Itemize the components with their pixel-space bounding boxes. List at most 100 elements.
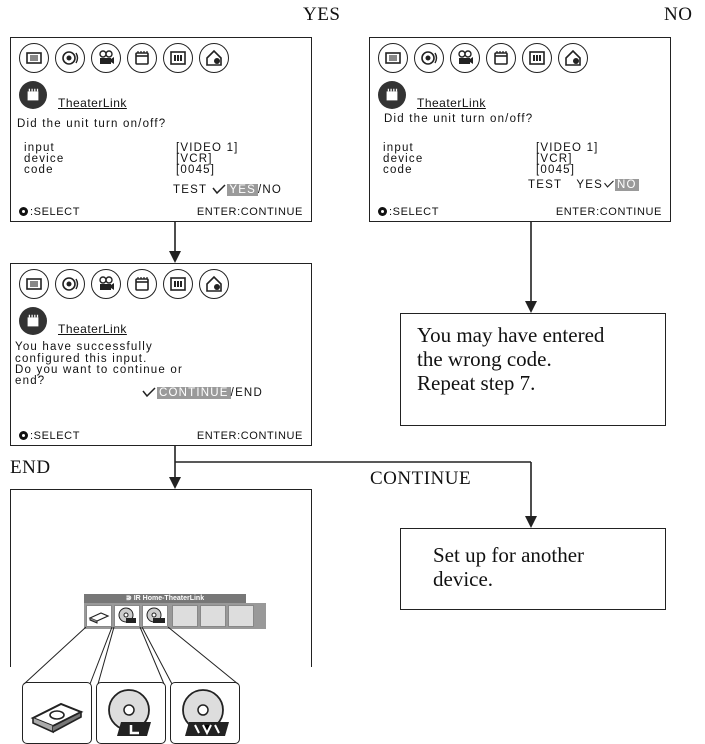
continue-label: CONTINUE <box>370 468 472 489</box>
theaterlink-badge-icon <box>378 81 406 109</box>
theaterlink-icon <box>486 43 516 73</box>
laserdisc-icon <box>118 607 136 623</box>
option-yes[interactable]: YES <box>576 179 604 191</box>
camera-icon <box>91 43 121 73</box>
menu-slot-empty-3[interactable] <box>228 605 254 627</box>
arrowhead-to-ir-menu <box>169 477 181 489</box>
camera-icon <box>450 43 480 73</box>
screen-success: TheaterLink You have successfully config… <box>10 263 312 446</box>
row-key-input: input <box>24 142 55 154</box>
zoom-line-vcr-right <box>89 626 113 685</box>
screen-title: TheaterLink <box>58 322 127 336</box>
row-key-device: device <box>383 153 424 165</box>
option-yes-highlighted[interactable]: YES <box>227 184 259 196</box>
row-value-device: [VCR] <box>176 153 213 165</box>
select-hint: :SELECT <box>19 206 80 218</box>
enter-hint: ENTER:CONTINUE <box>196 430 303 442</box>
test-label: TEST <box>528 179 562 191</box>
row-value-code: [0045] <box>536 164 576 176</box>
select-button-icon <box>19 431 28 440</box>
zoom-line-vcr-left <box>23 626 87 685</box>
vcr-tape-large-icon <box>30 702 84 734</box>
tv-icon <box>378 43 408 73</box>
arrowhead-yes-to-success <box>169 251 181 263</box>
question-text: Did the unit turn on/off? <box>384 113 534 125</box>
row-key-code: code <box>24 164 54 176</box>
menu-slot-ld[interactable] <box>114 605 140 627</box>
test-label: TEST <box>173 184 207 196</box>
screen-ir-menu <box>10 489 312 667</box>
another-device-line-1: Set up for another <box>433 543 585 567</box>
message-line-1: You have successfully <box>15 341 153 353</box>
screen-no: TheaterLink Did the unit turn on/off? in… <box>369 37 671 222</box>
test-row: TEST YES NO <box>528 177 639 193</box>
home-setup-icon <box>199 269 229 299</box>
wrong-code-line-1: You may have entered <box>417 323 605 347</box>
theaterlink-icon <box>127 43 157 73</box>
theaterlink-badge-icon <box>19 81 47 109</box>
select-hint: :SELECT <box>19 430 80 442</box>
enter-hint: ENTER:CONTINUE <box>555 206 662 218</box>
test-row: TEST YES/NO <box>173 182 282 198</box>
screen-yes: TheaterLink Did the unit turn on/off? in… <box>10 37 312 222</box>
row-key-input: input <box>383 142 414 154</box>
row-key-device: device <box>24 153 65 165</box>
message-line-3: Do you want to continue or <box>15 364 184 376</box>
speaker-icon <box>55 269 85 299</box>
yes-label: YES <box>303 4 341 25</box>
arrowhead-continue-to-message <box>525 516 537 528</box>
option-slash: / <box>230 387 236 399</box>
menu-slot-empty-1[interactable] <box>172 605 198 627</box>
pointer-icon <box>211 182 227 198</box>
wrong-code-message: You may have entered the wrong code. Rep… <box>400 313 666 426</box>
menu-bar-title: ⋑ IR Home-TheaterLink <box>84 594 246 603</box>
option-no-highlighted[interactable]: NO <box>615 179 639 191</box>
option-end[interactable]: END <box>235 387 263 399</box>
end-label: END <box>10 457 51 478</box>
home-setup-icon <box>199 43 229 73</box>
option-no[interactable]: NO <box>262 184 283 196</box>
settings-panel-icon <box>163 269 193 299</box>
screen-title: TheaterLink <box>58 96 127 110</box>
camera-icon <box>91 269 121 299</box>
theaterlink-badge-icon <box>19 307 47 335</box>
zoom-line-dvd-right <box>167 626 239 685</box>
another-device-line-2: device. <box>433 567 494 591</box>
message-line-2: configured this input. <box>15 353 148 365</box>
wrong-code-line-3: Repeat step 7. <box>417 371 536 395</box>
arrowhead-no-to-message <box>525 301 537 313</box>
menu-slot-vcr[interactable] <box>86 605 112 627</box>
message-line-4: end? <box>15 375 46 387</box>
zoom-line-dvd-left <box>141 626 173 685</box>
theaterlink-icon <box>127 269 157 299</box>
no-label: NO <box>664 4 693 25</box>
enter-hint: ENTER:CONTINUE <box>196 206 303 218</box>
select-button-icon <box>19 207 28 216</box>
option-continue-highlighted[interactable]: CONTINUE <box>157 387 231 399</box>
icon-row <box>378 43 588 73</box>
icon-row <box>19 43 229 73</box>
tv-icon <box>19 269 49 299</box>
dvd-large-icon <box>182 689 229 736</box>
speaker-icon <box>414 43 444 73</box>
row-key-code: code <box>383 164 413 176</box>
screen-title: TheaterLink <box>417 96 486 110</box>
menu-slot-dvd[interactable] <box>142 605 168 627</box>
tv-icon <box>19 43 49 73</box>
card-laserdisc <box>96 682 166 744</box>
another-device-message: Set up for another device. <box>400 528 666 610</box>
continue-end-row: CONTINUE/END <box>141 385 263 401</box>
pointer-icon <box>603 177 615 193</box>
icon-row <box>19 269 229 299</box>
zoom-line-ld-right <box>139 626 165 685</box>
menu-slot-empty-2[interactable] <box>200 605 226 627</box>
settings-panel-icon <box>163 43 193 73</box>
vcr-tape-icon <box>88 612 110 624</box>
select-button-icon <box>378 207 387 216</box>
row-value-device: [VCR] <box>536 153 573 165</box>
row-value-input: [VIDEO 1] <box>176 142 239 154</box>
row-value-input: [VIDEO 1] <box>536 142 599 154</box>
dvd-disc-icon <box>146 607 165 623</box>
ir-icon: ⋑ <box>125 595 134 602</box>
